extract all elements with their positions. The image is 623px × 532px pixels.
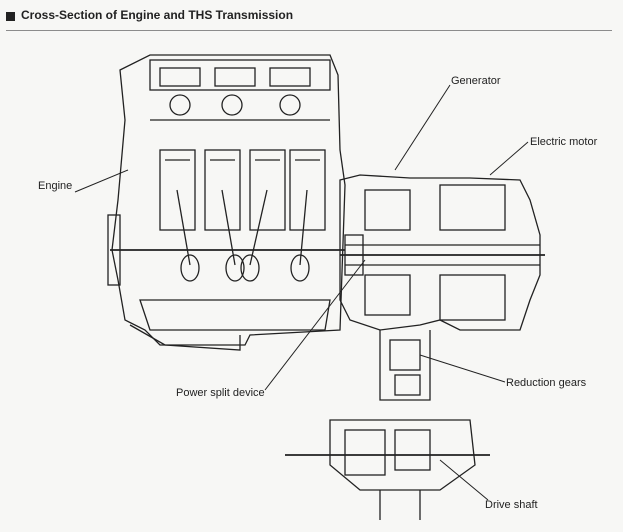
engine-leader xyxy=(74,169,129,193)
engine-block xyxy=(107,54,346,351)
generator-leader xyxy=(394,84,451,171)
label-electric-motor: Electric motor xyxy=(530,136,598,148)
reduction-gears-leader xyxy=(419,354,506,383)
header-square-icon xyxy=(6,12,15,21)
page-title: Cross-Section of Engine and THS Transmis… xyxy=(21,8,294,22)
leader-lines xyxy=(74,84,529,501)
power-split-device-leader xyxy=(264,259,366,391)
label-reduction-gears: Reduction gears xyxy=(506,377,587,389)
page-header: Cross-Section of Engine and THS Transmis… xyxy=(6,8,612,31)
label-engine: Engine xyxy=(38,180,72,192)
transmission-housing xyxy=(285,174,545,520)
electric-motor-leader xyxy=(489,141,529,176)
drive-shaft-leader xyxy=(439,459,489,501)
label-drive-shaft: Drive shaft xyxy=(485,499,538,511)
label-power-split-device: Power split device xyxy=(176,387,265,399)
label-generator: Generator xyxy=(451,75,501,87)
